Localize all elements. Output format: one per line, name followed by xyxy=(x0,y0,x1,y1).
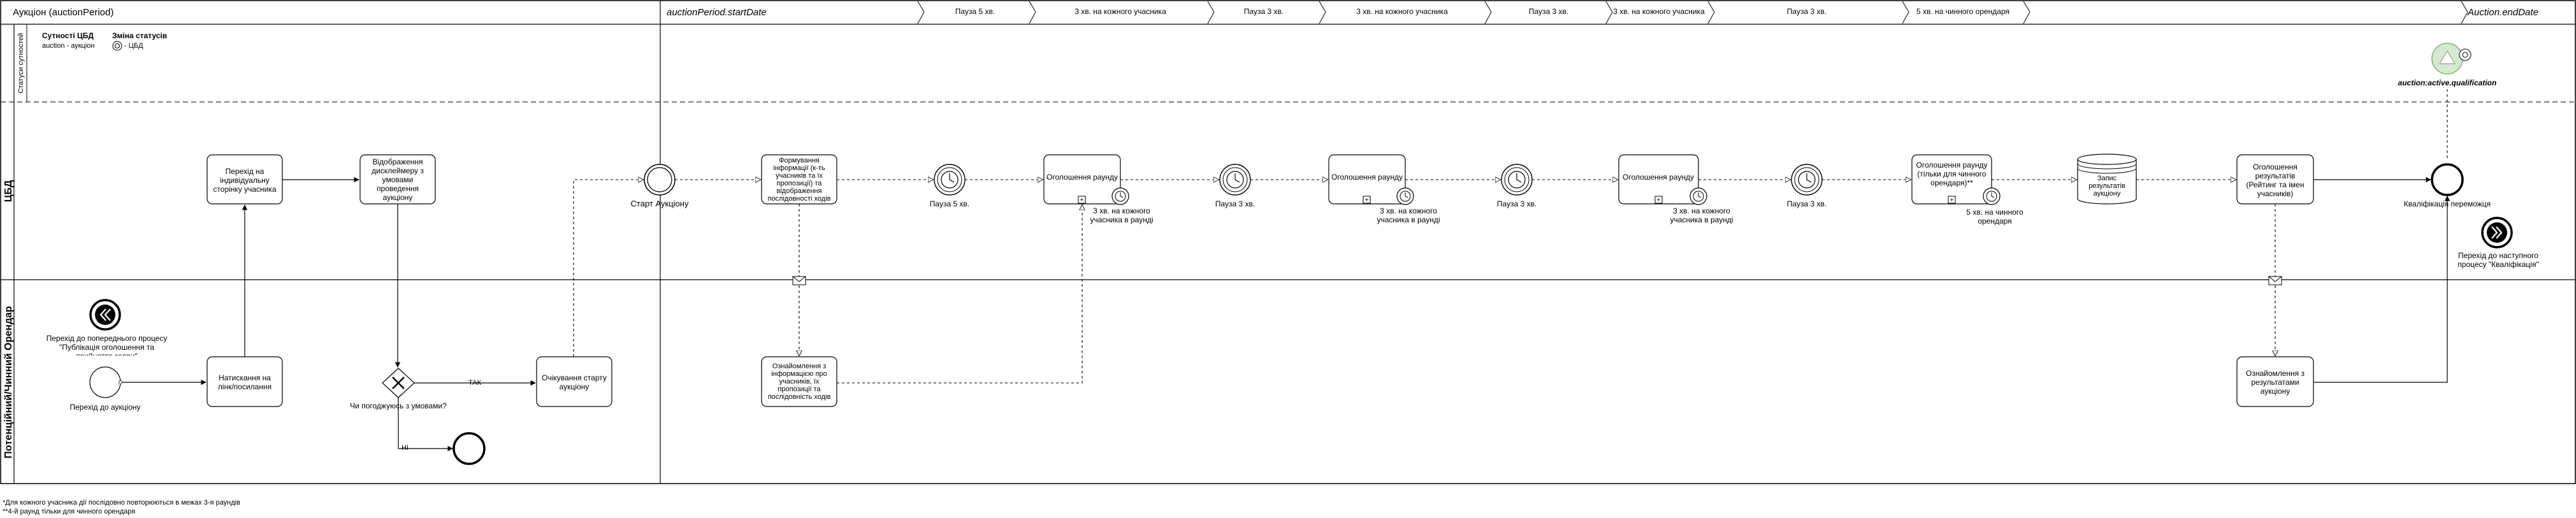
next-process-label: Перехід до наступного процесу "Кваліфіка… xyxy=(2457,251,2539,269)
pool-title: Аукціон (auctionPeriod) xyxy=(13,7,113,18)
pause-label: Пауза 3 хв. xyxy=(1215,199,1255,208)
disclaimer-label: Відображення дисклеймеру з умовами прове… xyxy=(372,157,424,202)
svg-text:+: + xyxy=(1950,197,1954,204)
yes-label: ТАК xyxy=(468,379,482,387)
loop-marker-icon xyxy=(1654,196,1663,204)
no-label: НІ xyxy=(402,444,409,452)
familiarize-results-label: Ознайомлення з результатами аукціону xyxy=(2245,369,2305,396)
familiarize-results-task[interactable] xyxy=(2236,356,2314,407)
formation-label: Формування інформації (к-ть учасників та… xyxy=(767,157,831,203)
phase-label: Пауза 3 хв. xyxy=(1244,7,1284,16)
legend-entities-title: Сутності ЦБД xyxy=(42,31,94,40)
results-label: Оголошення результатів (Рейтинг та імен … xyxy=(2246,162,2305,198)
round-label: Оголошення раунду xyxy=(1046,173,1118,182)
round-timer-icon xyxy=(1396,187,1414,205)
status-change-icon xyxy=(112,41,122,51)
phase-label: 5 хв. на чинного орендаря xyxy=(1916,7,2009,16)
lane-title-status: Статуси сутностей xyxy=(17,33,25,94)
loop-marker-icon xyxy=(1078,196,1086,204)
round-timer-icon xyxy=(1983,187,2001,205)
wait-start-label: Очікування старту аукціону xyxy=(542,373,607,391)
record-datastore[interactable] xyxy=(2077,154,2137,205)
next-process-link-icon[interactable] xyxy=(2481,217,2513,248)
pool-frame xyxy=(0,0,2576,484)
svg-text:+: + xyxy=(1657,197,1661,204)
start-auction-event[interactable] xyxy=(644,164,676,196)
wait-start-task[interactable] xyxy=(536,356,612,407)
round-label: Оголошення раунду xyxy=(1623,173,1694,182)
footnote: **4-й раунд тільки для чинного орендаря xyxy=(3,508,136,515)
legend-entities-value: auction - аукціон xyxy=(42,42,95,50)
start-auction-label: Старт Аукціону xyxy=(631,199,689,208)
phase-chevrons xyxy=(917,1,2468,24)
loop-marker-icon xyxy=(1363,196,1371,204)
round-timer-label: 3 хв. на кожного учасника в раунді xyxy=(1090,206,1154,224)
phase-label: Пауза 3 хв. xyxy=(1529,7,1568,16)
pause-label: Пауза 3 хв. xyxy=(1497,199,1537,208)
message-envelope-icon xyxy=(2268,276,2282,285)
lane-title-participant: Потенційний/Чинний Орендар xyxy=(3,306,14,459)
start-date-label: auctionPeriod.startDate xyxy=(667,7,767,18)
pause-label: Пауза 3 хв. xyxy=(1787,199,1827,208)
round-timer-label: 5 хв. на чинного орендаря xyxy=(1966,208,2023,226)
phase-label: Пауза 3 хв. xyxy=(1787,7,1827,16)
status-event-icon xyxy=(2431,43,2471,75)
round-label: Оголошення раунду (тільки для чинного ор… xyxy=(1916,161,1988,187)
lane-title-cbd: ЦБД xyxy=(3,180,14,202)
round-timer-icon xyxy=(1690,187,1707,205)
status-event-label: auction:active.qualification xyxy=(2398,78,2497,87)
record-label: Запис результатів аукціону xyxy=(2088,175,2125,198)
round-timer-label: 3 хв. на кожного учасника в раунді xyxy=(1377,206,1440,224)
phase-label: Пауза 5 хв. xyxy=(955,7,995,16)
go-auction-label: Перехід до аукціону xyxy=(69,403,140,412)
legend-status-title: Зміна статусів xyxy=(112,31,167,40)
click-link-label: Натискання на лінк/посилання xyxy=(217,373,272,391)
pause-timer-icon xyxy=(934,164,966,196)
message-envelope-icon xyxy=(792,276,806,285)
end-date-label: Auction.endDate xyxy=(2467,7,2538,18)
qualification-end-event[interactable] xyxy=(2431,163,2464,196)
round-timer-icon xyxy=(1111,187,1129,205)
phase-label: 3 хв. на кожного учасника xyxy=(1613,7,1705,16)
phase-label: 3 хв. на кожного учасника xyxy=(1075,7,1166,16)
disagree-end-event[interactable] xyxy=(452,432,486,465)
pause-timer-icon xyxy=(1791,164,1823,196)
footnote: *Для кожного учасника дії послідовно пов… xyxy=(3,499,240,507)
loop-marker-icon xyxy=(1948,196,1956,204)
pause-label: Пауза 5 хв. xyxy=(930,199,969,208)
phase-label: 3 хв. на кожного учасника xyxy=(1356,7,1448,16)
svg-text:+: + xyxy=(1365,197,1369,204)
prev-process-label: Перехід до попереднього процесу "Публіка… xyxy=(46,334,168,356)
familiarize-task[interactable] xyxy=(761,356,837,407)
legend-status-value: - ЦБД xyxy=(124,42,143,50)
familiarize-label: Ознайомлення з інформацією про учасників… xyxy=(767,363,831,401)
svg-text:+: + xyxy=(1080,197,1084,204)
prev-process-link-icon[interactable] xyxy=(89,299,121,331)
pause-timer-icon xyxy=(1219,164,1251,196)
round-label: Оголошення раунду xyxy=(1331,173,1403,182)
go-auction-start-event[interactable] xyxy=(89,366,121,398)
round-timer-label: 3 хв. на кожного учасника в раунді xyxy=(1670,206,1733,224)
go-profile-label: Перехід на індивідуальну сторінку учасни… xyxy=(213,166,277,194)
pause-timer-icon xyxy=(1501,164,1533,196)
